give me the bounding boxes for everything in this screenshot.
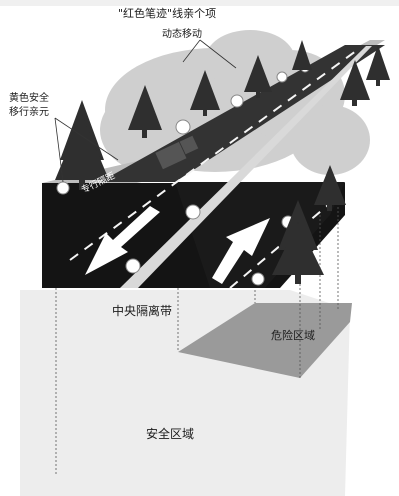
truck — [155, 135, 199, 170]
danger-zone-label: 危险区域 — [271, 329, 315, 342]
arrow-up-right — [212, 218, 270, 284]
title-leaders — [54, 39, 237, 183]
subtitle-label: 动态移动 — [162, 29, 202, 40]
median-label: 中央隔离带 — [112, 304, 173, 318]
title-label: "红色笔迹"线亲个项 — [118, 7, 217, 20]
median-strip — [120, 46, 372, 288]
safe-zone-label: 安全区域 — [146, 427, 195, 441]
danger-zone — [178, 303, 352, 378]
left-label-line1: 黄色安全 — [9, 93, 49, 104]
left-label-line2: 移行亲元 — [9, 107, 49, 118]
trees — [55, 40, 390, 284]
arrow-down-left — [85, 206, 160, 275]
